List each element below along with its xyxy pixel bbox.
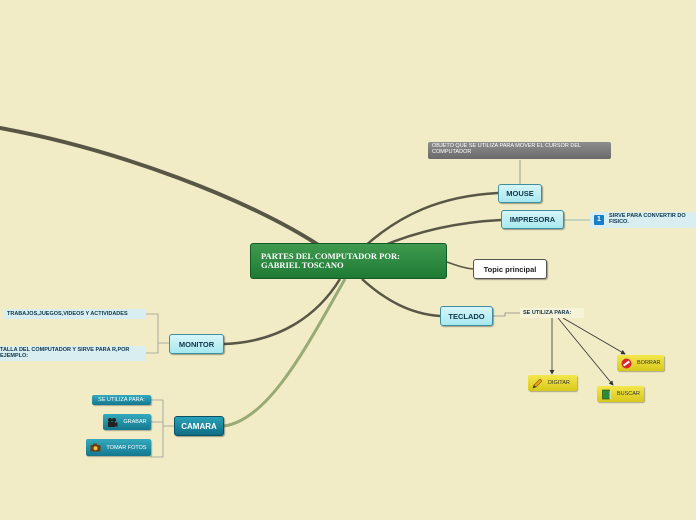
branch-impresora	[379, 218, 502, 249]
monitor-note-1-text: TRABAJOS,JUEGOS,VIDEOS Y ACTIVIDADES	[7, 311, 128, 317]
branch-mouse	[364, 191, 499, 247]
monitor-topic[interactable]: MONITOR	[169, 334, 224, 354]
branch-camara	[223, 278, 347, 428]
monitor-note-2[interactable]: TALLA DEL COMPUTADOR Y SIRVE PARA R,POR …	[0, 346, 146, 361]
digitar-label: DIGITAR	[548, 380, 570, 386]
arrow-borrar	[562, 317, 626, 355]
impresora-note[interactable]: 1 SIRVE PARA CONVERTIR DO FISICO.	[590, 212, 696, 228]
book-icon	[601, 389, 612, 400]
topic-principal[interactable]: Topic principal	[473, 259, 547, 279]
grabar-label: GRABAR	[123, 419, 147, 425]
mouse-note[interactable]: OBJETO QUE SE UTILIZA PARA MOVER EL CURS…	[428, 142, 611, 159]
branch-offscreen	[0, 126, 322, 248]
teclado-topic[interactable]: TECLADO	[440, 306, 493, 326]
digitar-item[interactable]: DIGITAR	[528, 375, 577, 391]
teclado-subtitle-text: SE UTILIZA PARA:	[523, 310, 572, 316]
impresora-note-text: SIRVE PARA CONVERTIR DO FISICO.	[609, 213, 686, 225]
camara-label: CAMARA	[181, 421, 217, 431]
topic-principal-label: Topic principal	[483, 264, 537, 274]
borrar-label: BORRAR	[637, 360, 661, 366]
impresora-label: IMPRESORA	[509, 215, 556, 224]
video-camera-icon	[107, 417, 118, 428]
branch-monitor	[223, 278, 342, 346]
branch-topic-principal	[446, 261, 474, 270]
teclado-subtitle[interactable]: SE UTILIZA PARA:	[520, 308, 584, 318]
main-topic-label: PARTES DEL COMPUTADOR POR: GABRIEL TOSCA…	[261, 251, 400, 270]
main-topic[interactable]: PARTES DEL COMPUTADOR POR: GABRIEL TOSCA…	[250, 243, 447, 279]
impresora-topic[interactable]: IMPRESORA	[501, 210, 564, 229]
pencil-icon	[532, 378, 543, 389]
tomar-fotos-label: TOMAR FOTOS	[106, 444, 147, 451]
mouse-note-text: OBJETO QUE SE UTILIZA PARA MOVER EL CURS…	[432, 143, 581, 155]
buscar-label: BUSCAR	[617, 391, 640, 397]
no-entry-icon	[621, 358, 632, 369]
buscar-item[interactable]: BUSCAR	[597, 386, 644, 402]
monitor-note-2-text: TALLA DEL COMPUTADOR Y SIRVE PARA R,POR …	[0, 347, 130, 359]
camara-topic[interactable]: CAMARA	[174, 416, 224, 436]
line-teclado-sub	[493, 312, 520, 317]
film-camera-icon	[90, 442, 101, 453]
line-monitor-notes	[146, 313, 169, 354]
camara-subtitle[interactable]: SE UTILIZA PARA:	[92, 395, 151, 405]
grabar-item[interactable]: GRABAR	[103, 414, 151, 430]
number-one-badge-icon: 1	[594, 215, 604, 225]
line-camara-items	[151, 399, 174, 458]
borrar-item[interactable]: BORRAR	[617, 355, 664, 371]
teclado-label: TECLADO	[448, 311, 485, 321]
monitor-note-1[interactable]: TRABAJOS,JUEGOS,VIDEOS Y ACTIVIDADES	[3, 309, 146, 319]
branch-teclado	[361, 278, 441, 318]
camara-subtitle-text: SE UTILIZA PARA:	[98, 397, 145, 403]
mouse-topic[interactable]: MOUSE	[498, 184, 542, 203]
mouse-label: MOUSE	[506, 189, 534, 198]
tomar-fotos-item[interactable]: TOMAR FOTOS	[86, 439, 151, 456]
arrow-buscar	[557, 317, 614, 386]
monitor-label: MONITOR	[178, 339, 215, 349]
